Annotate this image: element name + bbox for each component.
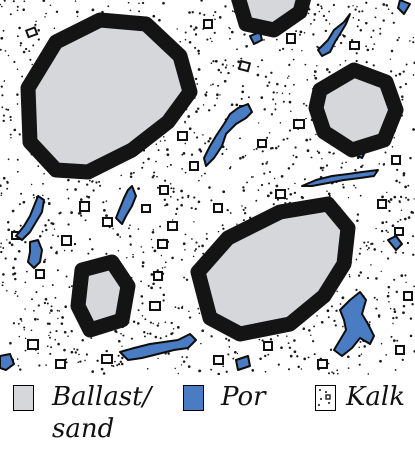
lime-swatch xyxy=(315,385,336,411)
concrete-structure-diagram xyxy=(0,0,415,375)
ballast-grain xyxy=(316,70,396,150)
legend-label-pore: Por xyxy=(221,381,266,413)
ballast-grain xyxy=(78,262,128,330)
pore-swatch xyxy=(183,385,204,411)
legend-label-lime: Kalk xyxy=(346,381,405,413)
ballast-swatch xyxy=(13,385,34,411)
legend-label-ballast-line2: sand xyxy=(52,414,114,444)
legend-label-ballast: Ballast/ sand xyxy=(52,381,151,445)
legend-label-ballast-line1: Ballast/ xyxy=(52,382,151,412)
lime-swatch-dots-icon xyxy=(316,386,334,409)
legend: Ballast/ sand Por Kalk xyxy=(0,375,415,465)
